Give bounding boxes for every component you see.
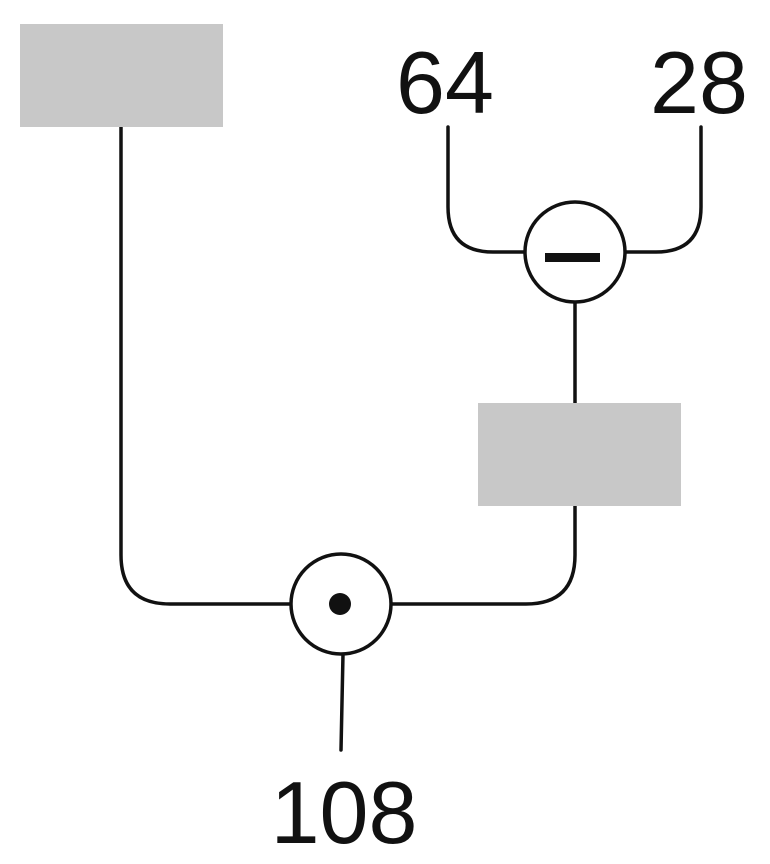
wire-64-to-minus [446,125,527,254]
subtraction-operator [523,200,627,304]
number-28: 28 [650,33,748,132]
number-64: 64 [396,33,494,132]
blank-box-left[interactable] [20,24,223,127]
subtraction-circle [523,200,627,304]
wire-28-to-minus [623,125,703,254]
result-number: 108 [271,763,418,862]
wire-left-box-to-dot [119,125,293,606]
multiplication-operator [289,552,393,656]
minus-icon [545,253,600,262]
wire-right-box-to-dot [389,504,577,606]
wire-dot-to-result [339,652,345,752]
dot-icon [329,593,351,615]
blank-box-right[interactable] [478,403,681,506]
